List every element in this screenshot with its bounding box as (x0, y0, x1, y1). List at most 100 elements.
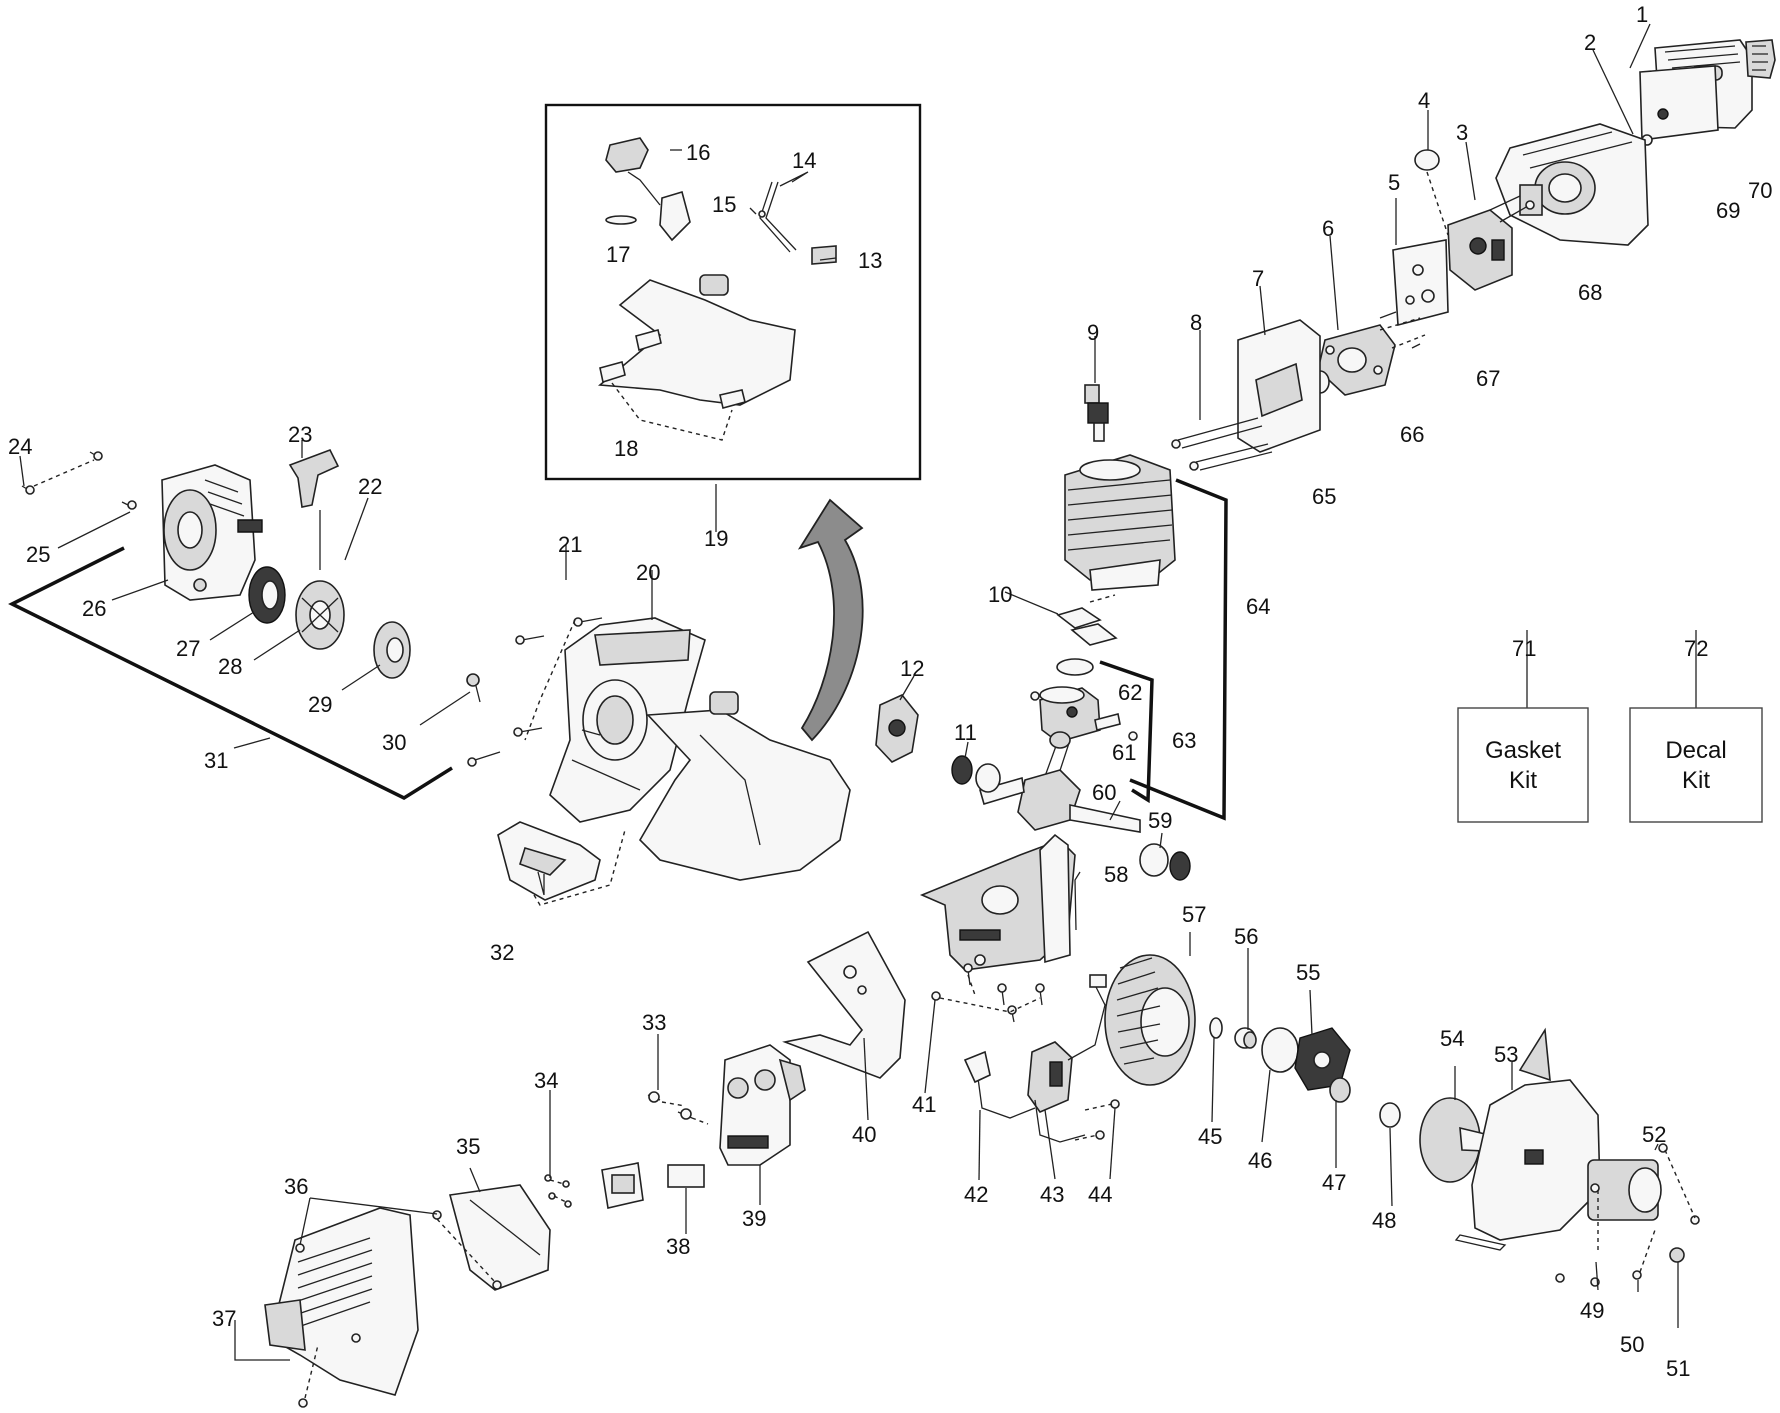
callout-20: 20 (636, 560, 660, 585)
callout-3: 3 (1456, 120, 1468, 145)
callout-62: 62 (1118, 680, 1142, 705)
callout-68: 68 (1578, 280, 1602, 305)
gasket-kit-line1: Gasket (1485, 737, 1561, 764)
crankshaft (979, 731, 1141, 833)
callout-65: 65 (1312, 484, 1336, 509)
callout-35: 35 (456, 1134, 480, 1159)
inset-fuel-tank (597, 274, 796, 406)
callout-66: 66 (1400, 422, 1424, 447)
piston-group-bracket (1099, 660, 1154, 804)
callout-48: 48 (1372, 1208, 1396, 1233)
callout-16: 16 (686, 140, 710, 165)
callout-47: 47 (1322, 1170, 1346, 1195)
callout-54: 54 (1440, 1026, 1464, 1051)
callout-71: 71 (1512, 636, 1536, 661)
callout-45: 45 (1198, 1124, 1222, 1149)
callout-51: 51 (1666, 1356, 1690, 1381)
fuel-tank-lower (638, 691, 851, 881)
callout-72: 72 (1684, 636, 1708, 661)
crankcase-bolts (931, 963, 1045, 1023)
housing-screws (1555, 1143, 1700, 1287)
callout-labels: 1 2 3 4 5 6 7 8 9 10 11 12 13 14 15 16 1… (8, 2, 1772, 1381)
callout-23: 23 (288, 422, 312, 447)
callout-70: 70 (1748, 178, 1772, 203)
muffler-plate (782, 930, 906, 1079)
callout-46: 46 (1248, 1148, 1272, 1173)
cylinder-gasket (1056, 594, 1118, 646)
screen-plate (601, 1162, 644, 1209)
inset-o-ring (605, 215, 637, 225)
callout-40: 40 (852, 1122, 876, 1147)
inset-fuel-cap (605, 137, 691, 242)
callout-6: 6 (1322, 216, 1334, 241)
air-filter-housing (1495, 123, 1649, 246)
callout-11: 11 (954, 720, 977, 745)
callout-64: 64 (1246, 594, 1270, 619)
callout-56: 56 (1234, 924, 1258, 949)
recoil-spring (248, 566, 286, 624)
washer-47 (1329, 1077, 1351, 1103)
callout-43: 43 (1040, 1182, 1064, 1207)
muffler-bolts (647, 1091, 709, 1125)
callout-42: 42 (964, 1182, 988, 1207)
muffler (719, 1044, 806, 1166)
leader-lines (19, 23, 1697, 1361)
callout-14: 14 (792, 148, 816, 173)
starter-screws (21, 451, 137, 510)
callout-57: 57 (1182, 902, 1206, 927)
callout-17: 17 (606, 242, 630, 267)
carburetor-gasket (1392, 239, 1449, 327)
callout-25: 25 (26, 542, 50, 567)
callout-36: 36 (284, 1174, 308, 1199)
callout-58: 58 (1104, 862, 1128, 887)
housing-bolts (467, 617, 603, 767)
callout-55: 55 (1296, 960, 1320, 985)
heat-shield (1237, 319, 1321, 453)
starter-pawl (373, 621, 411, 679)
coil-screws (1074, 1099, 1120, 1141)
callout-37: 37 (212, 1306, 236, 1331)
callout-49: 49 (1580, 1298, 1604, 1323)
callout-22: 22 (358, 474, 382, 499)
callout-26: 26 (82, 596, 106, 621)
washer-45 (1209, 1017, 1223, 1039)
callout-32: 32 (490, 940, 514, 965)
callout-67: 67 (1476, 366, 1500, 391)
callout-15: 15 (712, 192, 736, 217)
decal-kit-line2: Kit (1682, 767, 1710, 794)
callout-1: 1 (1636, 2, 1648, 27)
cylinder (1064, 454, 1176, 591)
fuel-tank-inset-frame (544, 103, 922, 481)
flywheel (1104, 954, 1196, 1086)
clutch-housing (1454, 1027, 1662, 1251)
callout-29: 29 (308, 692, 332, 717)
gasket-kit-line2: Kit (1509, 767, 1537, 794)
starter-housing (161, 464, 263, 601)
screw-30 (466, 673, 481, 703)
callout-50: 50 (1620, 1332, 1644, 1357)
callout-2: 2 (1584, 30, 1596, 55)
callout-12: 12 (900, 656, 924, 681)
engine-shroud (264, 1207, 419, 1408)
callout-10: 10 (988, 582, 1012, 607)
choke-knob (1414, 149, 1440, 171)
crankcase (919, 833, 1076, 971)
callout-19: 19 (704, 526, 728, 551)
callout-8: 8 (1190, 310, 1202, 335)
callout-61: 61 (1112, 740, 1136, 765)
callout-44: 44 (1088, 1182, 1112, 1207)
washer-48 (1379, 1102, 1401, 1128)
callout-5: 5 (1388, 170, 1400, 195)
gasket-kit-box: Gasket Kit (1457, 707, 1589, 823)
bearing-left (951, 755, 1001, 793)
callout-39: 39 (742, 1206, 766, 1231)
callout-31: 31 (204, 748, 228, 773)
piston (1039, 686, 1101, 743)
callout-4: 4 (1418, 88, 1430, 113)
decal-kit-box: Decal Kit (1629, 707, 1763, 823)
callout-60: 60 (1092, 780, 1116, 805)
callout-7: 7 (1252, 266, 1264, 291)
callout-28: 28 (218, 654, 242, 679)
callout-63: 63 (1172, 728, 1196, 753)
